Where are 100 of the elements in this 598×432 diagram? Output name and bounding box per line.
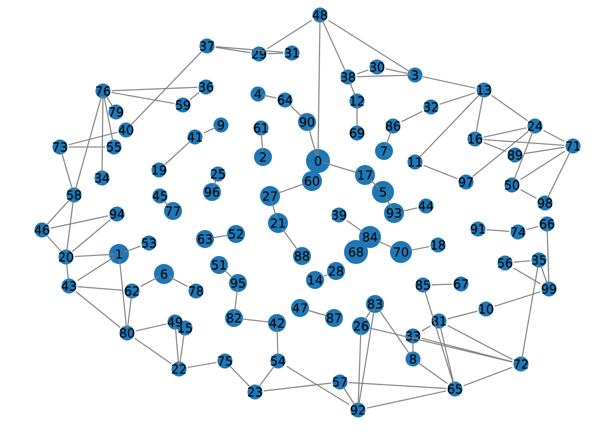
edge-line [514,131,534,180]
edge-line [432,284,452,286]
graph-node: 87 [325,309,343,327]
edge-line [346,220,363,232]
graph-node: 21 [268,213,288,233]
edge-line [483,142,507,152]
edge-line [164,200,169,206]
edge-line [491,94,528,122]
edge-line [370,328,512,362]
edge-line [230,366,250,387]
graph-node: 7 [375,142,393,160]
edge-line [267,20,312,50]
edge-line [278,184,304,194]
edge-line [356,74,410,78]
graph-node: 55 [106,140,122,154]
edge-line [423,164,458,180]
edge-line [168,276,188,287]
edge-line [174,327,180,364]
edge-line [323,274,328,277]
graph-node: 10 [478,302,494,316]
graph-node: 51 [210,256,228,274]
edge-line [417,362,448,384]
edge-line [366,390,446,409]
graph-node: 28 [327,262,345,280]
graph-node: 39 [332,208,346,222]
node-label: 60 [304,176,320,186]
graph-node: 77 [164,202,182,220]
edge-line [514,260,530,263]
edge-line [164,142,190,165]
edge-line [440,326,454,384]
edge-line [190,92,200,100]
graph-node: 30 [370,60,384,74]
edge-line [546,229,550,284]
edge-line [356,69,369,75]
graph-node: 97 [458,174,474,190]
edge-line [410,246,430,251]
graph-node: 42 [268,314,286,332]
graph-node: 26 [352,317,370,335]
graph-node: 41 [188,130,202,144]
edge-line [526,226,538,230]
edge-line [72,219,111,252]
edge-line [378,309,410,354]
edge-line [234,288,238,313]
edge-line [264,382,332,392]
edge-line [547,151,571,198]
graph-node: 5 [372,181,394,203]
graph-node: 20 [58,250,74,264]
graph-node: 89 [508,148,522,162]
graph-node: 11 [408,154,422,170]
edge-line [386,68,410,75]
graph-node: 43 [62,278,76,294]
edge-line [188,362,216,368]
edge-line [422,338,512,362]
graph-node: 76 [96,84,110,98]
edge-line [68,146,106,148]
graph-node: 8 [406,352,420,366]
graph-node: 88 [293,247,311,265]
graph-node: 93 [384,203,404,223]
edge-line [364,309,372,321]
graph-node: 96 [203,183,221,201]
edge-line [127,296,132,328]
edge-line [123,246,141,253]
edge-line [463,366,513,386]
edge-line [68,132,118,146]
edge-line [520,189,537,199]
graph-node: 12 [350,94,364,108]
graph-node: 53 [142,236,156,250]
edge-line [179,333,185,364]
graph-node: 47 [291,299,309,317]
edge-line [262,94,276,99]
graph-node: 24 [528,118,542,134]
edge-line [358,331,362,405]
graph-node: 44 [418,198,434,214]
graph-node: 2 [254,148,272,166]
edge-line [136,323,166,332]
edge-line [358,309,375,405]
graph-node: 59 [176,98,190,112]
edge-line [424,290,454,384]
edge-line [521,265,539,359]
graph-node: 69 [350,126,364,140]
graph-node: 95 [229,274,247,292]
graph-node: 23 [248,384,262,400]
edge-line [385,197,392,208]
edge-line [322,162,356,173]
graph-node: 45 [152,188,168,204]
graph-node: 31 [284,46,300,60]
graph-node: 17 [355,165,375,185]
edge-line [484,127,526,138]
edge-line [216,46,284,53]
edge-line [102,96,104,173]
graph-node: 1 [109,244,129,264]
edge-line [513,268,541,284]
graph-node: 62 [124,284,140,298]
graph-node: 99 [542,282,556,296]
graph-node: 75 [218,354,232,368]
edge-line [402,207,418,212]
graph-node: 18 [430,238,446,252]
graph-node: 38 [340,70,356,84]
edge-line [118,259,127,328]
edge-line [472,130,529,177]
